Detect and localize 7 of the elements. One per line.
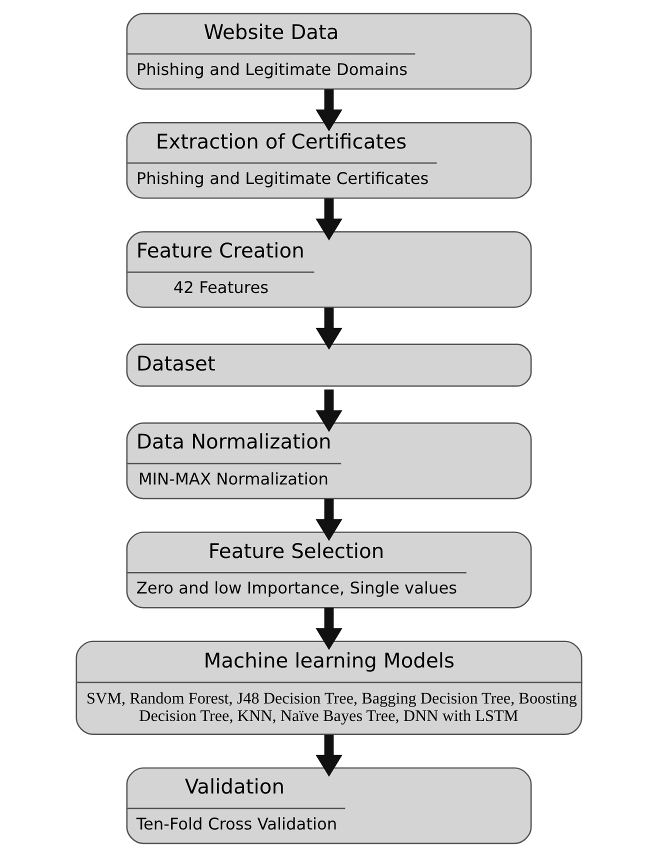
arrow	[316, 608, 342, 650]
arrow	[316, 498, 342, 541]
arrow	[316, 89, 342, 132]
arrow	[316, 308, 342, 350]
arrow	[316, 198, 342, 240]
arrow	[316, 734, 342, 777]
arrow	[316, 390, 342, 432]
